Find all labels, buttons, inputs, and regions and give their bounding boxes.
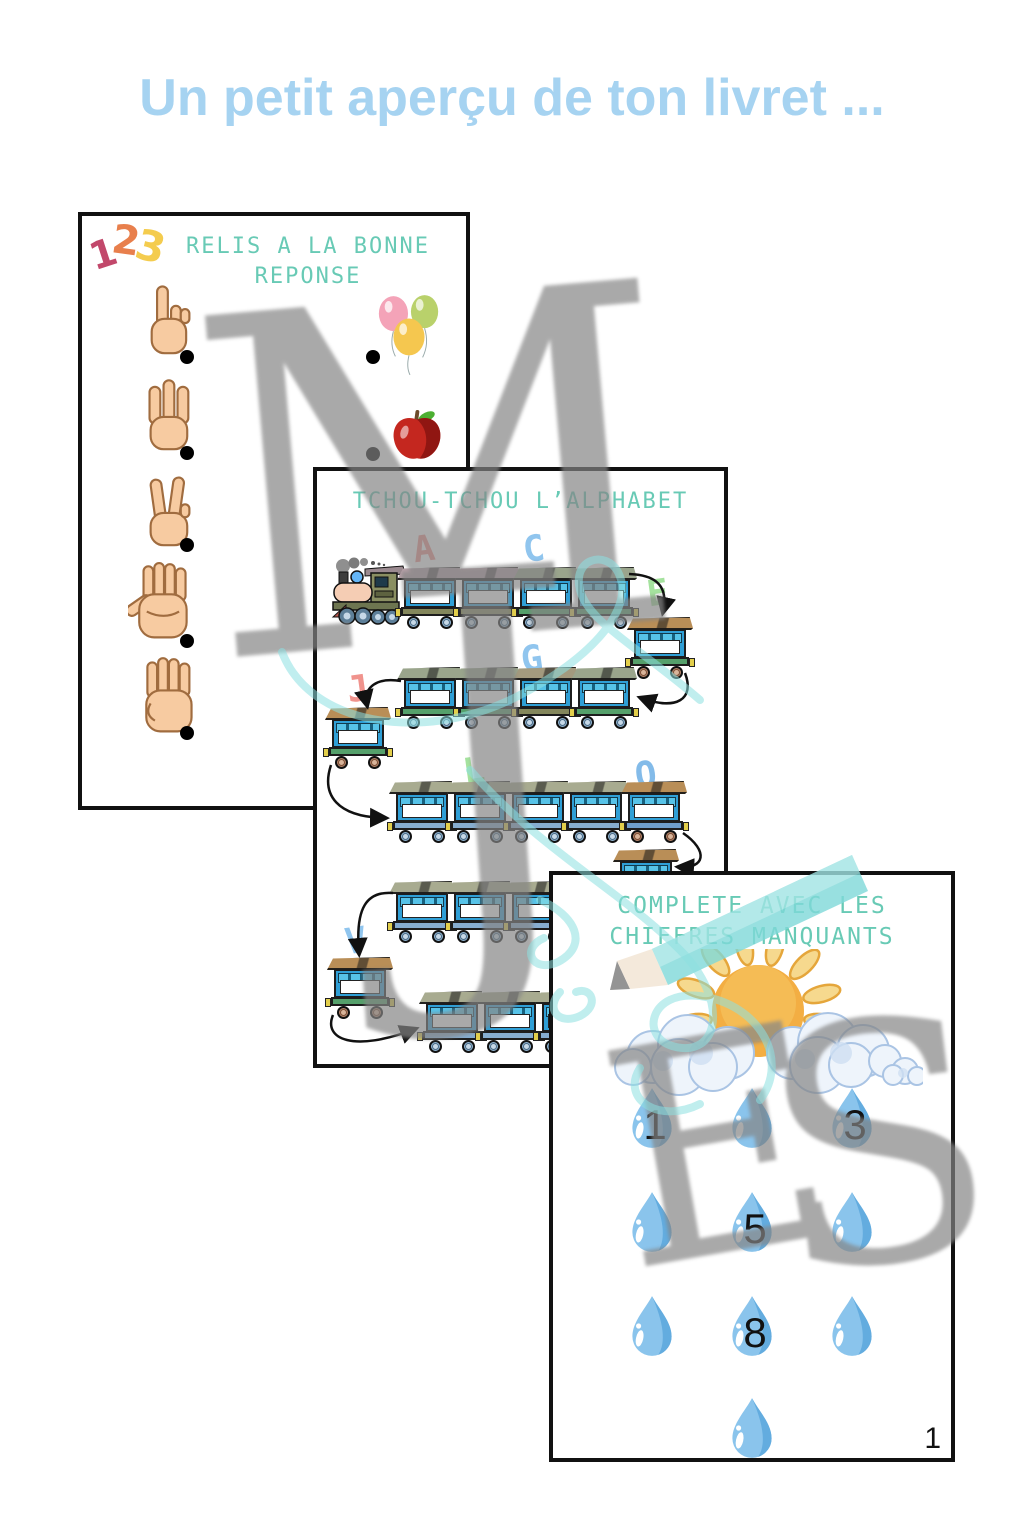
raindrop bbox=[829, 1293, 875, 1361]
raindrop bbox=[629, 1293, 675, 1361]
card1-heading-line2: REPONSE bbox=[254, 264, 362, 289]
hand-4-fingers-icon bbox=[145, 657, 193, 733]
train-wagon bbox=[325, 957, 395, 1019]
card1-heading: RELIS A LA BONNE REPONSE bbox=[162, 232, 454, 292]
balloons-icon bbox=[378, 295, 439, 376]
raindrop bbox=[729, 1395, 775, 1463]
hand-5-fingers-icon bbox=[128, 562, 188, 639]
raindrop: 5 bbox=[729, 1189, 775, 1257]
raindrop: 8 bbox=[729, 1293, 775, 1361]
raindrop-icon bbox=[832, 1192, 872, 1252]
hand-3-fingers-icon bbox=[148, 379, 190, 451]
match-dot bbox=[180, 446, 194, 460]
match-dot bbox=[366, 447, 380, 461]
raindrop-icon bbox=[832, 1296, 872, 1356]
sun-clouds-icon bbox=[614, 949, 923, 1096]
match-dot bbox=[366, 350, 380, 364]
match-dot bbox=[180, 538, 194, 552]
raindrop-icon bbox=[732, 1088, 772, 1148]
raindrop bbox=[829, 1189, 875, 1257]
match-dot bbox=[180, 634, 194, 648]
card3-heading: COMPLETE AVEC LES CHIFFRES MANQUANTS bbox=[553, 891, 951, 953]
worksheet-card-chiffres: COMPLETE AVEC LES CHIFFRES MANQUANTS bbox=[549, 871, 955, 1462]
card1-heading-line1: RELIS A LA BONNE bbox=[186, 234, 430, 259]
raindrop-icon bbox=[632, 1296, 672, 1356]
raindrop-icon bbox=[732, 1296, 772, 1356]
card2-heading: TCHOU-TCHOU L’ALPHABET bbox=[352, 489, 689, 514]
match-dot bbox=[180, 726, 194, 740]
raindrop-icon bbox=[832, 1088, 872, 1148]
raindrop-number: 5 bbox=[743, 1205, 767, 1252]
raindrop-icon bbox=[732, 1398, 772, 1458]
hand-2-fingers-icon bbox=[149, 476, 191, 547]
raindrop: 3 bbox=[829, 1085, 875, 1153]
card3-heading-line1: COMPLETE AVEC LES bbox=[617, 893, 887, 919]
hand-1-finger-icon bbox=[150, 285, 191, 355]
raindrop-number: 3 bbox=[843, 1101, 867, 1148]
page-title: Un petit aperçu de ton livret ... bbox=[139, 69, 885, 127]
apple-icon bbox=[393, 409, 441, 459]
page-number: 1 bbox=[924, 1422, 941, 1455]
match-dot bbox=[180, 350, 194, 364]
train-wagon bbox=[387, 881, 457, 943]
raindrop-number: 1 bbox=[643, 1101, 667, 1148]
raindrop-number: 8 bbox=[743, 1309, 767, 1356]
raindrop-icon bbox=[632, 1088, 672, 1148]
raindrop bbox=[729, 1085, 775, 1153]
raindrop: 1 bbox=[629, 1085, 675, 1153]
raindrop-icon bbox=[632, 1192, 672, 1252]
raindrop bbox=[629, 1189, 675, 1257]
raindrop-icon bbox=[732, 1192, 772, 1252]
